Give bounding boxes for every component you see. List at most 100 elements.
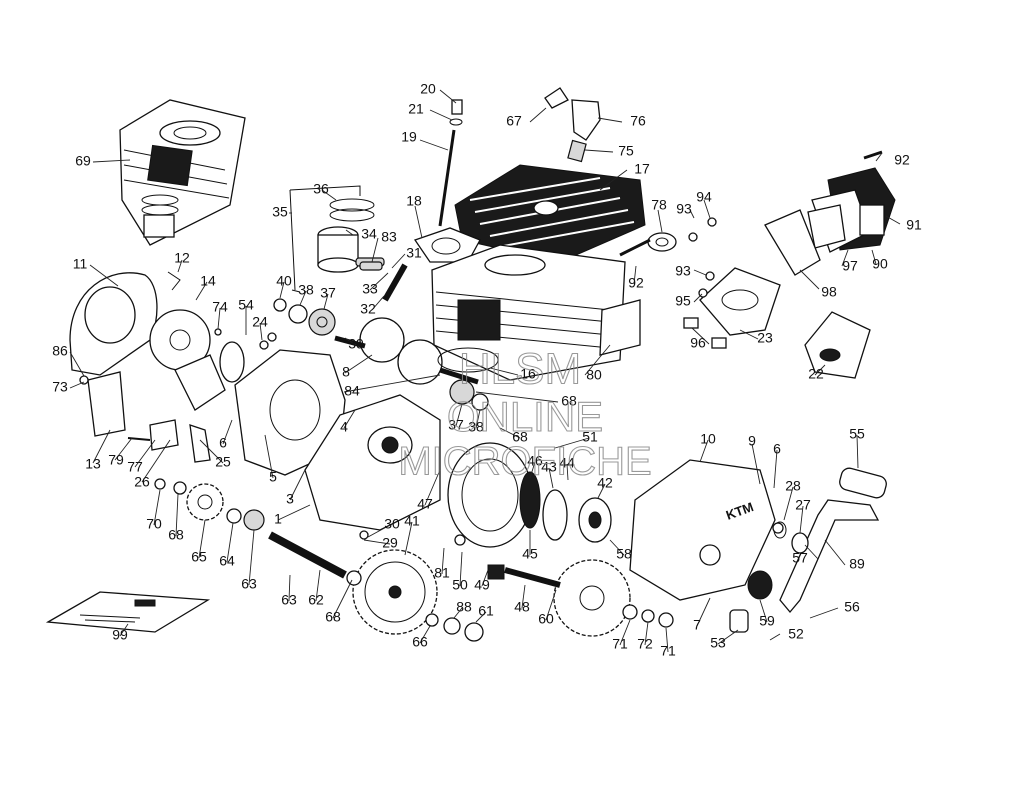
part-label: 54 — [238, 297, 254, 313]
part-label: 68 — [512, 429, 528, 445]
part-label: 77 — [127, 459, 143, 475]
crankshaft-39-drawing — [334, 261, 479, 385]
part-label: 75 — [618, 143, 634, 159]
kickstart-spring-57-drawing — [729, 521, 809, 633]
stator-14-drawing — [149, 309, 245, 411]
part-label: 66 — [412, 634, 428, 650]
part-label: 6 — [219, 435, 227, 451]
part-label: 95 — [675, 293, 691, 309]
part-label: 59 — [759, 613, 775, 629]
part-label: 3 — [286, 491, 294, 507]
part-label: 79 — [108, 452, 124, 468]
part-label: 32 — [360, 301, 376, 317]
spark-plug-75-drawing — [544, 87, 601, 163]
part-label: 74 — [212, 299, 228, 315]
part-label: 65 — [191, 549, 207, 565]
part-label: 11 — [73, 256, 88, 272]
part-label: 18 — [406, 193, 422, 209]
part-label: 45 — [522, 546, 538, 562]
part-label: 92 — [628, 275, 644, 291]
part-label: 42 — [597, 475, 613, 491]
part-label: 84 — [344, 383, 360, 399]
part-label: 10 — [700, 431, 716, 447]
part-label: 64 — [219, 553, 235, 569]
part-label: 89 — [849, 556, 865, 572]
part-label: 93 — [676, 201, 692, 217]
part-label: 78 — [651, 197, 667, 213]
part-label: 30 — [384, 516, 400, 532]
part-label: 69 — [75, 153, 91, 169]
cylinder-head-17-drawing — [413, 164, 646, 381]
part-label: 19 — [401, 129, 417, 145]
manual-99-drawing — [45, 591, 211, 633]
part-label: 55 — [849, 426, 865, 442]
watermark-line-1: HLSM — [459, 345, 581, 394]
part-label: 44 — [559, 455, 575, 471]
part-label: 7 — [693, 617, 701, 633]
clutch-pack-45-drawing — [519, 471, 612, 543]
part-label: 23 — [757, 330, 773, 346]
part-label: 20 — [420, 81, 436, 97]
part-label: 33 — [362, 281, 378, 297]
clutch-gear-60-drawing — [553, 559, 631, 637]
part-label: 38 — [468, 419, 484, 435]
part-label: 47 — [417, 496, 433, 512]
part-label: 46 — [527, 453, 543, 469]
watermark-line-3: MICROFICHE — [398, 440, 651, 484]
stud-19-drawing — [438, 99, 463, 227]
part-label: 37 — [320, 285, 336, 301]
part-label: 4 — [340, 419, 348, 435]
crankcase-left-3-drawing — [234, 349, 441, 531]
part-label: 49 — [474, 577, 490, 593]
part-label: 92 — [894, 152, 910, 168]
part-label: 76 — [630, 113, 646, 129]
part-label: 67 — [506, 113, 522, 129]
watermark: HLSM ONLINE MICROFICHE — [398, 344, 652, 484]
part-label: 90 — [872, 256, 888, 272]
part-label: 1 — [274, 511, 282, 527]
part-label: 88 — [456, 599, 472, 615]
part-label: 73 — [52, 379, 68, 395]
part-label: 96 — [690, 335, 706, 351]
part-label: 22 — [808, 366, 824, 382]
part-label: 31 — [406, 245, 422, 261]
part-label: 24 — [252, 314, 268, 330]
part-label: 58 — [616, 546, 632, 562]
part-label: 53 — [710, 635, 726, 651]
part-label: 71 — [660, 643, 676, 659]
part-label: 48 — [514, 599, 530, 615]
gasket-16-drawing — [437, 347, 499, 373]
part-label: 98 — [821, 284, 837, 300]
part-label: 28 — [785, 478, 801, 494]
part-label: 8 — [342, 364, 350, 380]
part-label: 38 — [298, 282, 314, 298]
part-label: 57 — [792, 550, 808, 566]
part-label: 91 — [906, 217, 922, 233]
part-label: 93 — [675, 263, 691, 279]
part-label: 60 — [538, 611, 554, 627]
ignition-cover-11-drawing — [69, 272, 158, 437]
part-label: 17 — [634, 161, 650, 177]
cylinder-69-drawing — [119, 99, 246, 246]
part-label: 81 — [434, 565, 450, 581]
part-label: 26 — [134, 474, 150, 490]
part-label: 63 — [281, 592, 297, 608]
part-label: 97 — [842, 258, 858, 274]
part-label: 6 — [773, 441, 781, 457]
part-label: 94 — [696, 189, 712, 205]
part-number-labels: 20 21 67 76 19 75 17 92 69 36 18 78 93 9… — [52, 81, 922, 659]
part-label: 68 — [168, 527, 184, 543]
part-label: 61 — [478, 603, 494, 619]
clutch-cover-10-drawing: KTM — [629, 459, 776, 601]
part-label: 29 — [382, 535, 398, 551]
sprocket-65-drawing — [186, 483, 224, 521]
part-label: 12 — [174, 250, 190, 266]
part-label: 13 — [85, 456, 101, 472]
intake-flange-23-drawing — [647, 217, 871, 379]
part-label: 40 — [276, 273, 292, 289]
watermark-line-2: ONLINE — [447, 393, 603, 440]
shaft-48-drawing — [487, 564, 561, 588]
part-label: 62 — [308, 592, 324, 608]
part-label: 21 — [408, 101, 424, 117]
